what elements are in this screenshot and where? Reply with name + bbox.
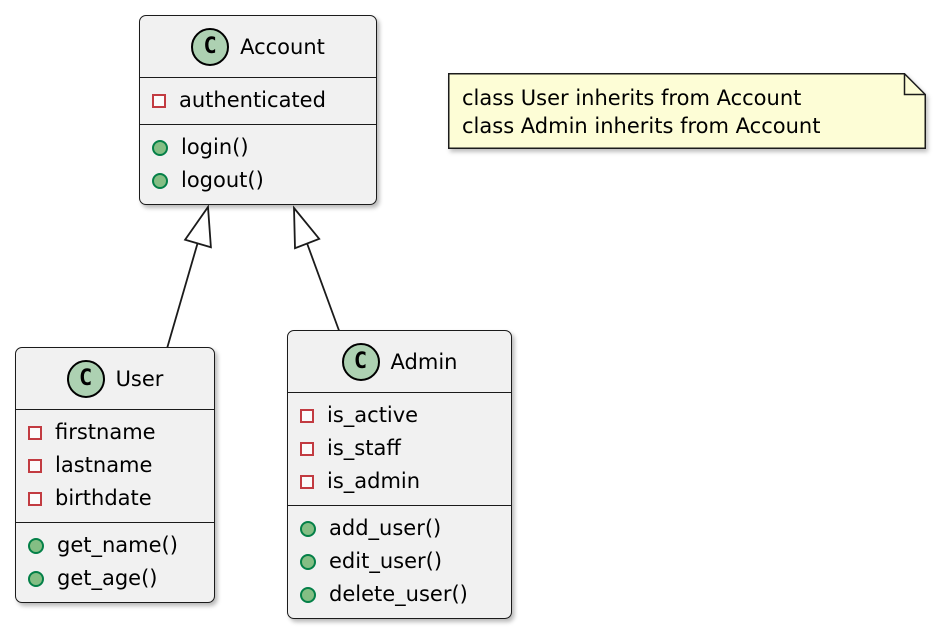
- class-header-account: C Account: [140, 16, 376, 77]
- field-icon: [300, 474, 314, 489]
- method-row: delete_user(): [300, 578, 499, 611]
- field-icon: [28, 491, 42, 506]
- method-label: delete_user(): [329, 582, 468, 606]
- field-icon: [28, 425, 42, 440]
- field-row: birthdate: [28, 482, 202, 515]
- method-label: edit_user(): [329, 549, 443, 573]
- field-row: firstname: [28, 416, 202, 449]
- class-icon-letter: C: [353, 349, 368, 374]
- method-icon: [152, 172, 168, 189]
- note-shape: [448, 73, 926, 149]
- method-row: edit_user(): [300, 545, 499, 578]
- class-icon-letter: C: [203, 34, 217, 59]
- fields-section: is_active is_staff is_admin: [288, 392, 511, 505]
- field-label: is_staff: [327, 436, 401, 460]
- method-row: logout(): [152, 164, 364, 197]
- class-name: Admin: [390, 349, 458, 374]
- class-icon-letter: C: [78, 366, 93, 391]
- class-c-icon: C: [341, 342, 380, 381]
- method-icon: [300, 520, 316, 537]
- inheritance-arrow-user-to-account: [165, 204, 212, 353]
- method-row: get_name(): [28, 529, 202, 562]
- field-icon: [300, 408, 314, 423]
- method-icon: [300, 586, 316, 603]
- fields-section: authenticated: [140, 77, 376, 124]
- methods-section: login() logout(): [140, 124, 376, 204]
- note-fold-corner-icon: [903, 73, 926, 96]
- field-label: is_admin: [327, 469, 421, 493]
- method-icon: [152, 139, 168, 156]
- fields-section: firstname lastname birthdate: [16, 409, 214, 522]
- field-label: firstname: [55, 420, 156, 444]
- field-label: authenticated: [179, 88, 326, 112]
- class-box-account: C Account authenticated login() logout(): [139, 15, 377, 205]
- method-icon: [28, 537, 44, 554]
- field-label: birthdate: [55, 486, 152, 510]
- method-label: login(): [181, 135, 249, 159]
- field-row: is_admin: [300, 465, 499, 498]
- method-label: get_name(): [57, 533, 178, 557]
- field-label: is_active: [327, 403, 419, 427]
- class-name: Account: [240, 34, 325, 59]
- field-label: lastname: [55, 453, 153, 477]
- method-row: add_user(): [300, 512, 499, 545]
- note-line: class Admin inherits from Account: [462, 114, 821, 138]
- method-icon: [300, 553, 316, 570]
- field-icon: [152, 93, 166, 108]
- field-row: is_active: [300, 399, 499, 432]
- class-c-icon: C: [191, 27, 230, 66]
- note: class User inherits from Account class A…: [448, 73, 926, 149]
- class-name: User: [115, 366, 164, 391]
- method-label: add_user(): [329, 516, 442, 540]
- methods-section: get_name() get_age(): [16, 522, 214, 602]
- inheritance-arrow-admin-to-account: [293, 205, 342, 337]
- note-line: class User inherits from Account: [462, 86, 802, 110]
- method-row: login(): [152, 131, 364, 164]
- method-label: logout(): [181, 168, 264, 192]
- field-row: lastname: [28, 449, 202, 482]
- field-row: authenticated: [152, 84, 364, 117]
- field-row: is_staff: [300, 432, 499, 465]
- methods-section: add_user() edit_user() delete_user(): [288, 505, 511, 618]
- field-icon: [300, 441, 314, 456]
- class-header-admin: C Admin: [288, 331, 511, 392]
- field-icon: [28, 458, 42, 473]
- method-row: get_age(): [28, 562, 202, 595]
- class-box-admin: C Admin is_active is_staff is_admin add_…: [287, 330, 512, 619]
- method-icon: [28, 570, 44, 587]
- method-label: get_age(): [57, 566, 158, 590]
- class-header-user: C User: [16, 348, 214, 409]
- class-c-icon: C: [66, 359, 105, 398]
- class-box-user: C User firstname lastname birthdate get_…: [15, 347, 215, 603]
- note-text: class User inherits from Account class A…: [462, 84, 820, 140]
